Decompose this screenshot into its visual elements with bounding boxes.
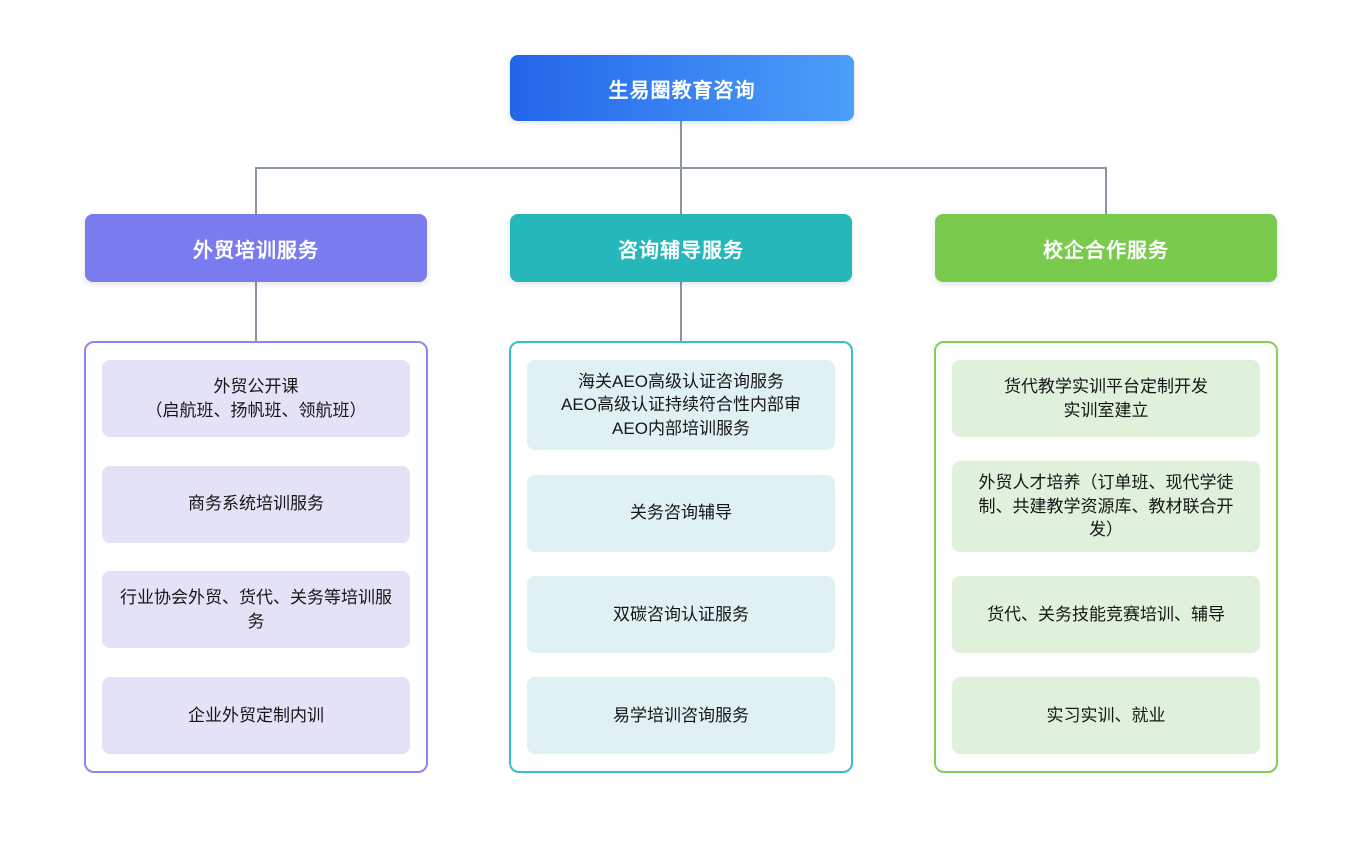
branch-group-foreign-trade-training: 外贸公开课 （启航班、扬帆班、领航班） 商务系统培训服务 行业协会外贸、货代、关… xyxy=(84,341,428,773)
connector-branch-stem-1 xyxy=(255,282,257,341)
branch-header-label: 校企合作服务 xyxy=(1043,239,1169,262)
branch-item[interactable]: 行业协会外贸、货代、关务等培训服务 xyxy=(102,571,410,649)
branch-item[interactable]: 易学培训咨询服务 xyxy=(527,676,835,754)
branch-group-consulting-coaching: 海关AEO高级认证咨询服务 AEO高级认证持续符合性内部审 AEO内部培训服务 … xyxy=(509,341,853,773)
branch-header-foreign-trade-training[interactable]: 外贸培训服务 xyxy=(85,214,427,282)
connector-branch-stem-2 xyxy=(680,282,682,341)
branch-item-label: 易学培训咨询服务 xyxy=(613,705,749,725)
branch-item[interactable]: 货代、关务技能竞赛培训、辅导 xyxy=(952,575,1260,653)
branch-item-label: 商务系统培训服务 xyxy=(188,494,324,514)
branch-item[interactable]: 外贸人才培养（订单班、现代学徒制、共建教学资源库、教材联合开发） xyxy=(952,461,1260,552)
branch-item-label: 双碳咨询认证服务 xyxy=(613,604,749,624)
branch-header-label: 咨询辅导服务 xyxy=(618,239,744,262)
branch-item-label: 货代教学实训平台定制开发 实训室建立 xyxy=(1004,377,1208,420)
branch-item-label: 海关AEO高级认证咨询服务 AEO高级认证持续符合性内部审 AEO内部培训服务 xyxy=(561,372,801,438)
branch-item[interactable]: 关务咨询辅导 xyxy=(527,474,835,552)
connector-drop-3 xyxy=(1105,167,1107,214)
branch-header-label: 外贸培训服务 xyxy=(193,239,319,262)
branch-item[interactable]: 海关AEO高级认证咨询服务 AEO高级认证持续符合性内部审 AEO内部培训服务 xyxy=(527,360,835,451)
branch-item-label: 企业外贸定制内训 xyxy=(188,705,324,725)
branch-item[interactable]: 企业外贸定制内训 xyxy=(102,676,410,754)
branch-item-label: 关务咨询辅导 xyxy=(630,503,732,523)
root-node-label: 生易圈教育咨询 xyxy=(608,79,756,102)
branch-item[interactable]: 货代教学实训平台定制开发 实训室建立 xyxy=(952,360,1260,437)
branch-header-school-enterprise-cooperation[interactable]: 校企合作服务 xyxy=(935,214,1277,282)
branch-item[interactable]: 实习实训、就业 xyxy=(952,676,1260,754)
branch-item-label: 货代、关务技能竞赛培训、辅导 xyxy=(987,604,1225,624)
root-node[interactable]: 生易圈教育咨询 xyxy=(510,55,854,121)
connector-drop-1 xyxy=(255,167,257,214)
branch-item-label: 行业协会外贸、货代、关务等培训服务 xyxy=(120,588,392,631)
connector-drop-2 xyxy=(680,167,682,214)
branch-item[interactable]: 双碳咨询认证服务 xyxy=(527,575,835,653)
branch-item-label: 外贸公开课 （启航班、扬帆班、领航班） xyxy=(145,377,367,420)
branch-header-consulting-coaching[interactable]: 咨询辅导服务 xyxy=(510,214,852,282)
branch-item[interactable]: 商务系统培训服务 xyxy=(102,465,410,543)
branch-item[interactable]: 外贸公开课 （启航班、扬帆班、领航班） xyxy=(102,360,410,437)
connector-root-stem xyxy=(680,121,682,168)
branch-item-label: 外贸人才培养（订单班、现代学徒制、共建教学资源库、教材联合开发） xyxy=(978,473,1234,540)
branch-group-school-enterprise-cooperation: 货代教学实训平台定制开发 实训室建立 外贸人才培养（订单班、现代学徒制、共建教学… xyxy=(934,341,1278,773)
branch-item-label: 实习实训、就业 xyxy=(1046,705,1166,725)
